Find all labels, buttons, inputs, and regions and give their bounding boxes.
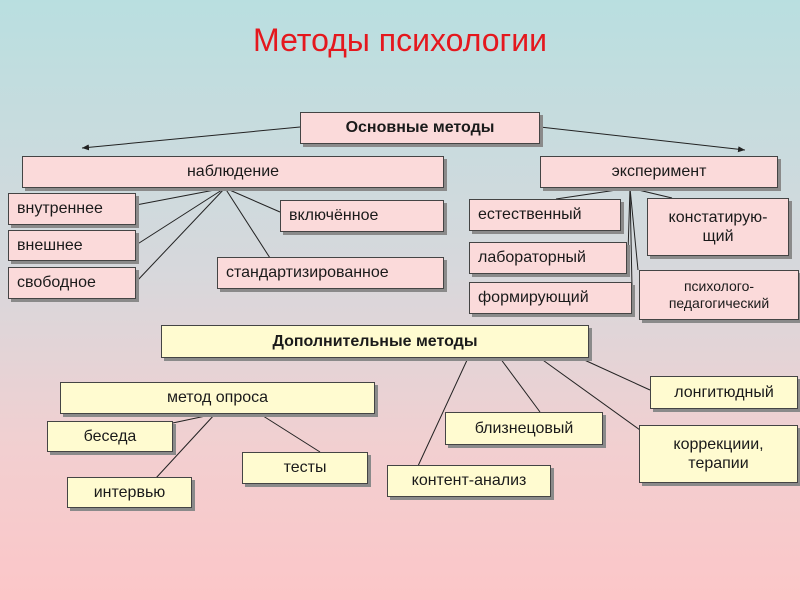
survey-interview-box: интервью	[67, 477, 192, 508]
content-analysis-box: контент-анализ	[387, 465, 551, 497]
main-methods-box: Основные методы	[300, 112, 540, 144]
experiment-stating-line-2: щий	[702, 228, 734, 245]
twin-method-box: близнецовый	[445, 412, 603, 445]
experiment-natural-box: естественный	[469, 199, 621, 231]
experiment-pedagogical-line-2: педагогический	[668, 295, 770, 311]
longitudinal-method-box: лонгитюдный	[650, 376, 798, 409]
arrow-to-experiment	[539, 126, 746, 153]
page-title: Методы психологии	[253, 22, 547, 58]
additional-methods-box: Дополнительные методы	[161, 325, 589, 358]
experiment-stating-box: констатирую- щий	[647, 198, 789, 256]
experiment-stating-line-1: констатирую-	[668, 208, 768, 226]
survey-method-box: метод опроса	[60, 382, 375, 414]
survey-conversation-box: беседа	[47, 421, 173, 452]
experiment-pedagogical-box: психолого- педагогический	[639, 270, 799, 320]
correction-line-2: терапии	[688, 455, 749, 472]
observation-free-box: свободное	[8, 267, 136, 299]
correction-therapy-box: коррекциии, терапии	[639, 425, 798, 483]
observation-included-box: включённое	[280, 200, 444, 232]
observation-external-box: внешнее	[8, 230, 136, 261]
arrow-to-observation	[81, 126, 301, 151]
correction-line-1: коррекциии,	[673, 435, 764, 453]
experiment-box: эксперимент	[540, 156, 778, 188]
experiment-formative-box: формирующий	[469, 282, 632, 314]
experiment-pedagogical-line-1: психолого-	[683, 278, 755, 295]
observation-standardized-box: стандартизированное	[217, 257, 444, 289]
observation-box: наблюдение	[22, 156, 444, 188]
observation-internal-box: внутреннее	[8, 193, 136, 225]
experiment-laboratory-box: лабораторный	[469, 242, 627, 274]
survey-tests-box: тесты	[242, 452, 368, 484]
